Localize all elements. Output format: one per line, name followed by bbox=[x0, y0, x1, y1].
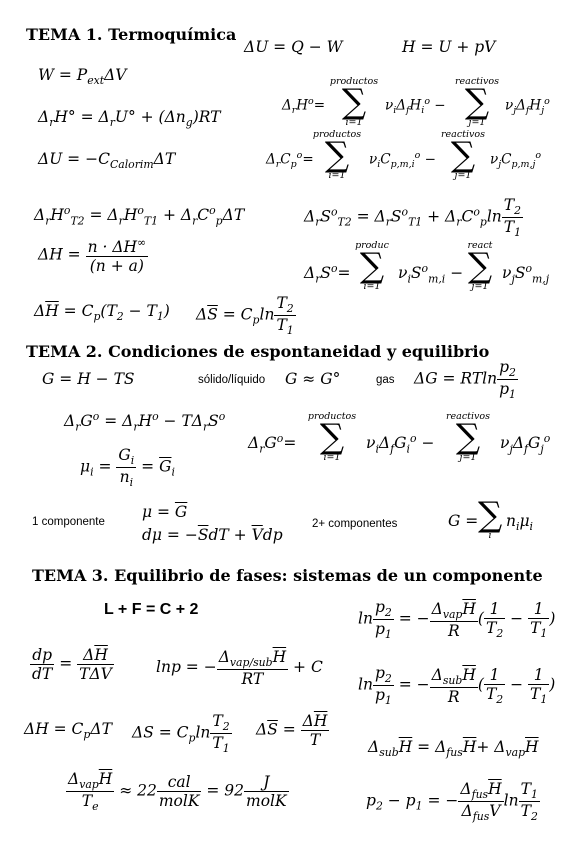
eq-one-component-dmu: dμ = −SdT + Vdp bbox=[142, 526, 283, 544]
eq-reaction-gibbs-prod-term: νiΔfGio − bbox=[366, 432, 435, 456]
eq-dilution-enthalpy: ΔH = n · ΔH∞(n + a) bbox=[38, 236, 149, 276]
eq-reaction-cp-lhs: ΔrCpo= bbox=[266, 150, 314, 171]
sum-products-entropy: produc∑i=1 bbox=[355, 240, 389, 292]
eq-reaction-entropy-react-term: νjSom,j bbox=[502, 262, 550, 286]
sum-reactants-gibbs: reactivos∑j=1 bbox=[446, 411, 490, 463]
eq-sublimation-enthalpy: ΔsubH = ΔfusH+ ΔvapH bbox=[368, 738, 539, 760]
eq-first-law: ΔU = Q − W bbox=[244, 38, 343, 56]
eq-reaction-gibbs-sum-lhs: ΔrGo= bbox=[248, 432, 297, 456]
eq-dH-dU-relation: ΔrH° = ΔrU° + (Δng)RT bbox=[38, 108, 221, 130]
sum-components-gibbs: ∑i bbox=[478, 495, 503, 541]
eq-reaction-entropy-prod-term: νiSom,i − bbox=[398, 262, 464, 286]
label-one-component: 1 componente bbox=[32, 516, 105, 528]
eq-reaction-entropy-lhs: ΔrSo= bbox=[304, 262, 351, 286]
eq-reaction-enthalpy-lhs: ΔrHo= bbox=[282, 96, 326, 117]
tema2-heading: TEMA 2. Condiciones de espontaneidad y e… bbox=[26, 342, 490, 361]
eq-multicomponent-gibbs-term: niμi bbox=[506, 512, 533, 534]
eq-reaction-cp-react-term: νjCp,m,jo bbox=[490, 150, 542, 171]
eq-kirchhoff-enthalpy: ΔrHoT2 = ΔrHoT1 + ΔrCopΔT bbox=[34, 204, 245, 228]
sum-products-gibbs: productos∑i=1 bbox=[307, 411, 357, 463]
tema1-heading: TEMA 1. Termoquímica bbox=[26, 25, 237, 44]
eq-molar-enthalpy-change: ΔH = Cp(T2 − T1) bbox=[34, 302, 170, 324]
phase-rule: L + F = C + 2 bbox=[104, 601, 199, 618]
eq-enthalpy-def: H = U + pV bbox=[402, 38, 496, 56]
eq-one-component-mu: μ = G bbox=[142, 503, 188, 521]
eq-dU-calorimeter: ΔU = −CCalorimΔT bbox=[38, 150, 176, 172]
eq-reaction-enthalpy-prod-term: νiΔfHio − bbox=[385, 96, 446, 117]
eq-reaction-gibbs: ΔrGo = ΔrHo − TΔrSo bbox=[64, 410, 226, 434]
eq-reaction-gibbs-react-term: νjΔfGjo bbox=[500, 432, 551, 456]
sum-products-cp: productos∑i=1 bbox=[312, 129, 362, 181]
eq-gibbs-def: G = H − TS bbox=[42, 370, 135, 388]
eq-phase-enthalpy: ΔH = CpΔT bbox=[24, 720, 112, 742]
eq-reaction-enthalpy-react-term: νjΔfHjo bbox=[505, 96, 550, 117]
sum-reactants-cp: reactivos∑j=1 bbox=[441, 129, 485, 181]
tema3-heading: TEMA 3. Equilibrio de fases: sistemas de… bbox=[32, 566, 543, 585]
eq-solid-liquid-gibbs: G ≈ G° bbox=[285, 370, 341, 388]
sum-reactants-entropy: react∑j=1 bbox=[467, 240, 493, 292]
eq-multicomponent-gibbs-lhs: G = bbox=[448, 512, 479, 530]
label-gas: gas bbox=[376, 374, 395, 386]
label-solid-liquid: sólido/líquido bbox=[198, 374, 266, 386]
eq-work: W = PextΔV bbox=[38, 66, 127, 88]
sum-products-enthalpy: productos∑i=1 bbox=[329, 76, 379, 128]
label-multi-component: 2+ componentes bbox=[312, 518, 398, 530]
eq-reaction-cp-prod-term: νiCp,m,io − bbox=[369, 150, 436, 171]
sum-reactants-enthalpy: reactivos∑j=1 bbox=[455, 76, 499, 128]
